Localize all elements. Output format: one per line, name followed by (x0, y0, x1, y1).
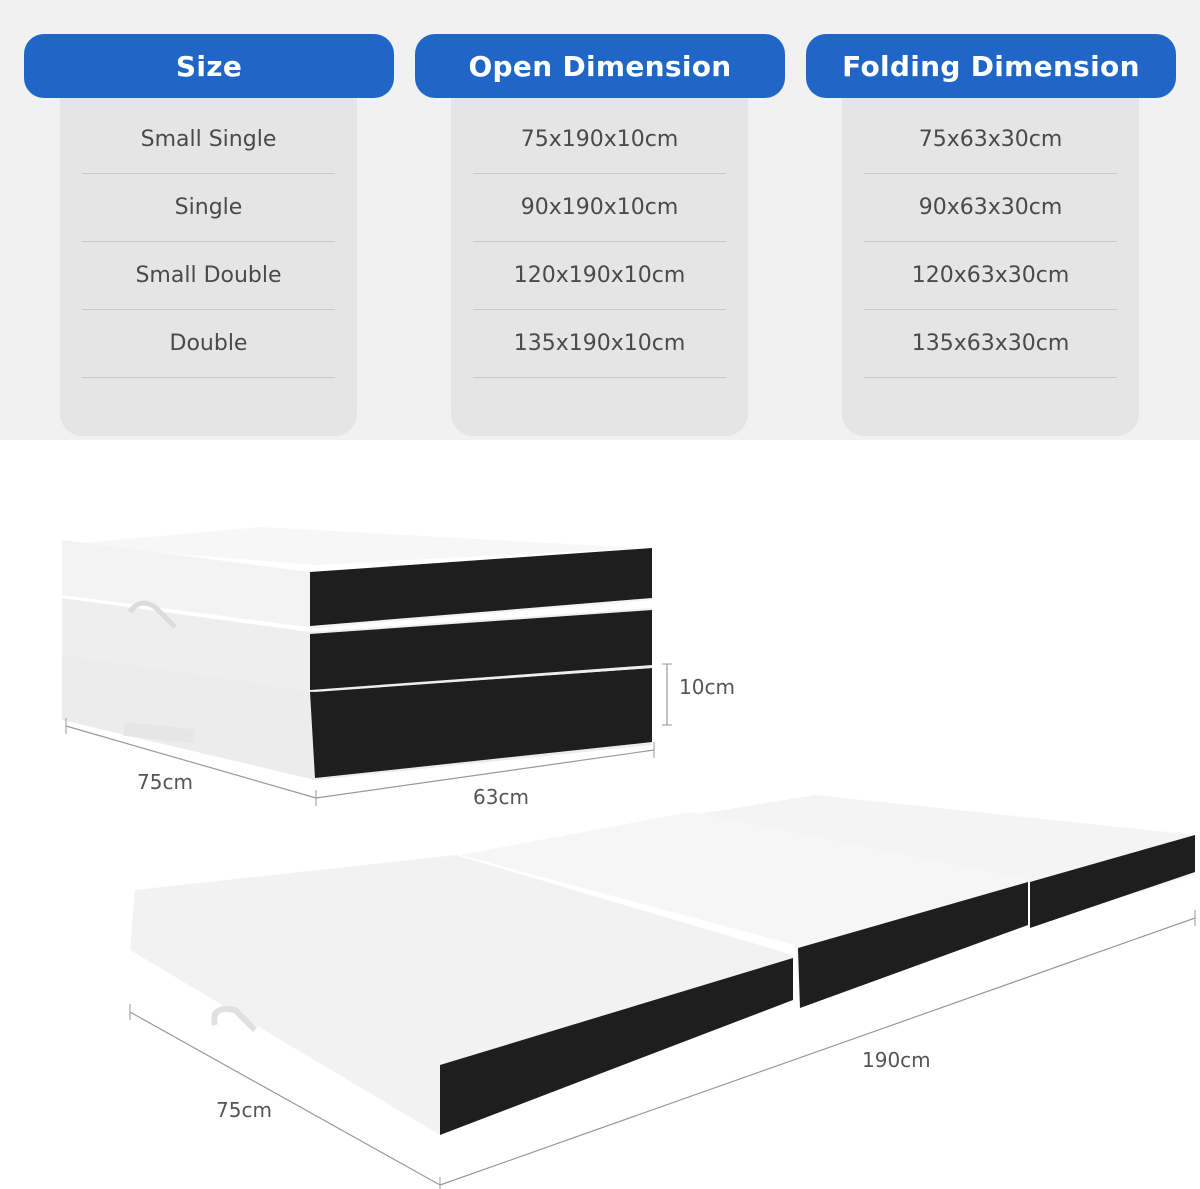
table-cell: Single (82, 174, 335, 242)
layer-height-label: 10cm (679, 675, 735, 699)
column-header-size: Size (24, 34, 394, 98)
table-cell: 135x190x10cm (473, 310, 726, 378)
folded-mattress-image (60, 527, 672, 806)
table-cell: Small Single (82, 106, 335, 174)
folded-depth-label: 75cm (137, 770, 193, 794)
table-cell: 120x190x10cm (473, 242, 726, 310)
table-cell: Small Double (82, 242, 335, 310)
table-cell: 120x63x30cm (864, 242, 1117, 310)
table-cell: Double (82, 310, 335, 378)
table-cell: 90x63x30cm (864, 174, 1117, 242)
unfolded-length-label: 190cm (862, 1048, 931, 1072)
folded-width-label: 63cm (473, 785, 529, 809)
column-header-open-dimension: Open Dimension (415, 34, 785, 98)
size-table-panel: Size Small Single Single Small Double Do… (0, 0, 1200, 440)
table-cell: 135x63x30cm (864, 310, 1117, 378)
table-cell: 75x190x10cm (473, 106, 726, 174)
table-cell: 75x63x30cm (864, 106, 1117, 174)
table-cell: 90x190x10cm (473, 174, 726, 242)
unfolded-mattress-image (129, 795, 1196, 1189)
column-header-folding-dimension: Folding Dimension (806, 34, 1176, 98)
unfolded-width-label: 75cm (216, 1098, 272, 1122)
